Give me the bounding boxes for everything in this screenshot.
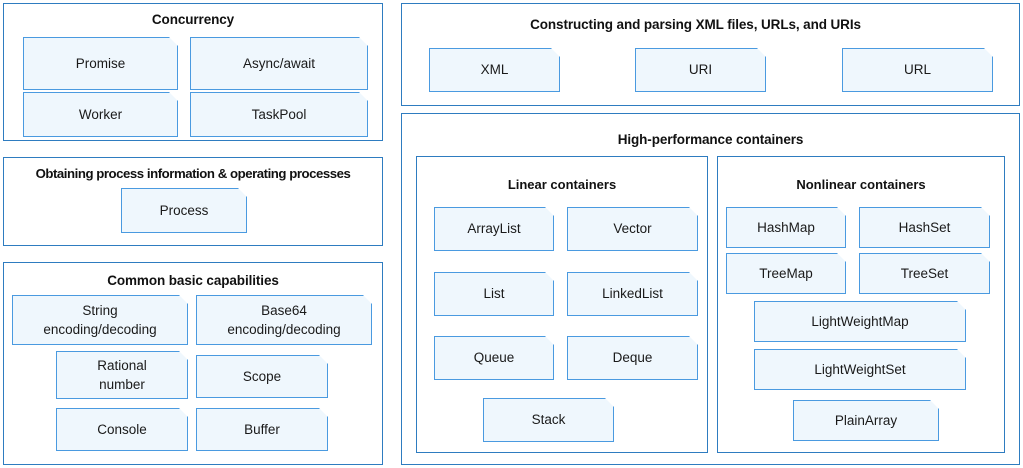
node-treemap[interactable]: TreeMap [726,253,846,294]
node-label: Promise [75,55,126,71]
node-vector[interactable]: Vector [567,207,698,251]
node-hashmap[interactable]: HashMap [726,207,846,248]
group-panel-concurrency: Concurrency Promise Async/await Worker T… [3,3,383,141]
node-console[interactable]: Console [56,408,188,451]
node-label: URI [688,62,713,77]
node-label: List [483,286,505,301]
subgroup-title-linear-containers: Linear containers [507,177,617,192]
node-scope[interactable]: Scope [196,355,328,398]
node-linkedlist[interactable]: LinkedList [567,272,698,316]
node-label: XML [480,62,509,77]
node-label: Worker [78,106,123,122]
node-label: Console [97,421,147,437]
node-label: HashMap [757,219,815,235]
node-treeset[interactable]: TreeSet [859,253,990,294]
node-label: PlainArray [834,412,898,428]
node-label: Rational number [97,358,147,392]
group-title-high-performance-containers: High-performance containers [617,132,804,147]
node-xml[interactable]: XML [429,48,560,92]
node-hashset[interactable]: HashSet [859,207,990,248]
node-label: ArrayList [467,221,521,236]
subgroup-panel-linear-containers: Linear containers ArrayList Vector List … [416,156,708,453]
node-label: TreeMap [759,265,813,281]
node-deque[interactable]: Deque [567,336,698,380]
node-plainarray[interactable]: PlainArray [793,400,939,441]
node-label: String encoding/decoding [43,303,157,337]
node-taskpool[interactable]: TaskPool [190,92,368,137]
subgroup-panel-nonlinear-containers: Nonlinear containers HashMap HashSet Tre… [717,156,1005,453]
node-label: HashSet [898,219,951,235]
group-panel-high-performance-containers: High-performance containers Linear conta… [401,113,1020,465]
node-label: URL [903,62,931,77]
node-label: Async/await [242,55,316,71]
node-url[interactable]: URL [842,48,993,92]
node-base64-encoding-decoding[interactable]: Base64 encoding/decoding [196,295,372,345]
node-label: Vector [613,221,652,236]
node-label: Deque [612,350,653,365]
node-label: Buffer [244,421,280,437]
subgroup-title-nonlinear-containers: Nonlinear containers [796,177,926,192]
node-buffer[interactable]: Buffer [196,408,328,451]
group-title-common-basic: Common basic capabilities [107,273,279,288]
node-lightweightmap[interactable]: LightWeightMap [754,301,966,342]
node-label: Process [159,202,209,218]
node-label: LightWeightMap [811,313,909,329]
group-panel-xml-url-uri: Constructing and parsing XML files, URLs… [401,3,1020,106]
node-worker[interactable]: Worker [23,92,178,137]
node-label: Queue [473,350,515,365]
node-string-encoding-decoding[interactable]: String encoding/decoding [12,295,188,345]
node-lightweightset[interactable]: LightWeightSet [754,349,966,390]
node-stack[interactable]: Stack [483,398,614,442]
node-label: TaskPool [251,106,307,122]
group-panel-common-basic: Common basic capabilities String encodin… [3,262,383,465]
node-arraylist[interactable]: ArrayList [434,207,554,251]
node-label: TreeSet [900,265,949,281]
node-async-await[interactable]: Async/await [190,37,368,90]
node-rational-number[interactable]: Rational number [56,351,188,399]
group-title-xml-url-uri: Constructing and parsing XML files, URLs… [530,17,861,32]
node-process[interactable]: Process [121,188,247,233]
node-label: LightWeightSet [814,361,906,377]
group-title-process: Obtaining process information & operatin… [35,166,351,181]
node-list[interactable]: List [434,272,554,316]
node-label: Base64 encoding/decoding [227,303,341,337]
node-queue[interactable]: Queue [434,336,554,380]
node-uri[interactable]: URI [635,48,766,92]
group-panel-process: Obtaining process information & operatin… [3,157,383,246]
node-label: Stack [531,412,566,427]
group-title-concurrency: Concurrency [151,12,235,27]
node-label: Scope [242,368,282,384]
node-promise[interactable]: Promise [23,37,178,90]
node-label: LinkedList [602,286,663,301]
